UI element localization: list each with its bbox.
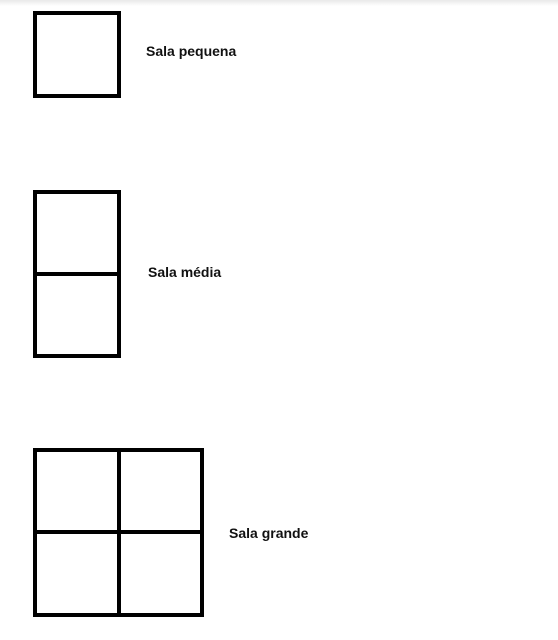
large-room-horizontal-divider — [33, 530, 204, 534]
medium-room-divider — [33, 272, 121, 276]
top-edge-shadow — [0, 0, 558, 6]
small-room-label: Sala pequena — [146, 43, 237, 59]
large-room-label: Sala grande — [229, 525, 309, 541]
small-room-square — [33, 11, 121, 98]
medium-room-label: Sala média — [148, 264, 222, 280]
